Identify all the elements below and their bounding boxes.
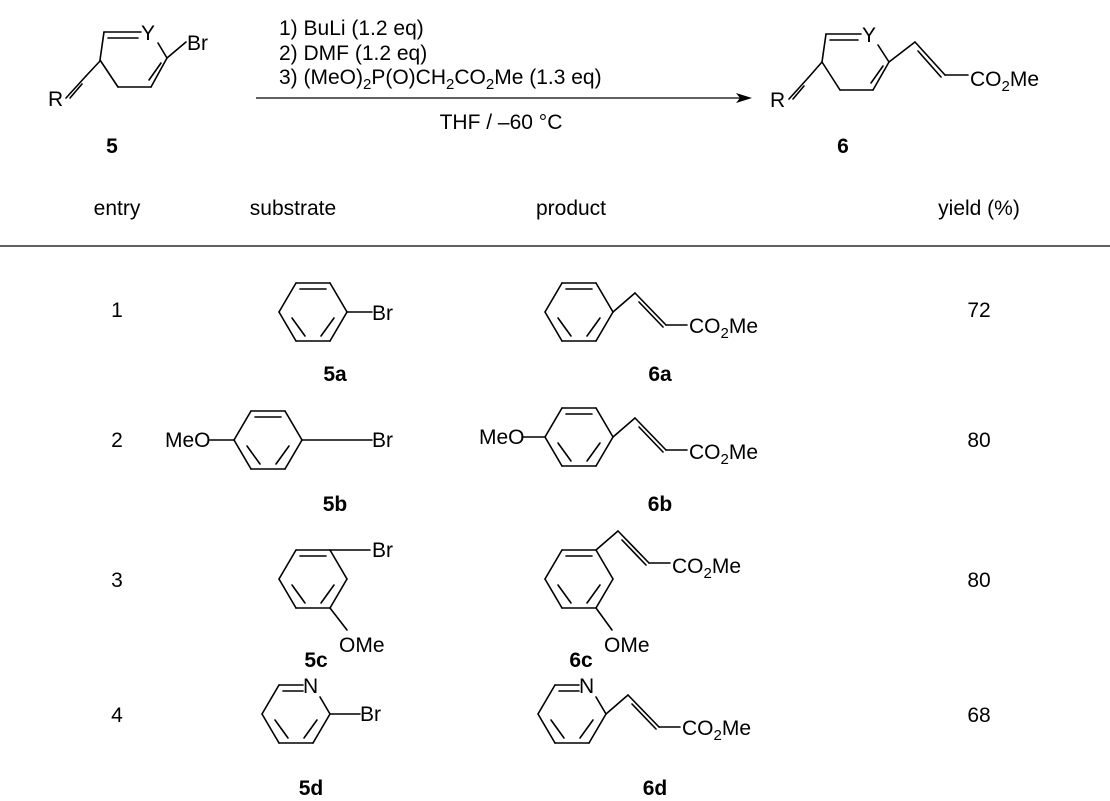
svg-text:Br: Br [372, 302, 393, 325]
table-row: 4 N Br 5d N CO2Me 6d 68 [111, 675, 991, 800]
svg-text:OMe: OMe [339, 634, 385, 657]
substrate-5b-structure: MeO Br [165, 410, 393, 470]
product-compound-number: 6a [648, 363, 672, 386]
product-compound-number: 6b [648, 493, 673, 516]
substrate-compound-number: 5c [304, 649, 328, 672]
entry-number: 1 [111, 299, 123, 322]
svg-text:CO2Me: CO2Me [672, 555, 741, 582]
svg-text:MeO: MeO [165, 429, 211, 452]
substrate-br-label: Br [187, 32, 208, 55]
substrate-compound-number: 5 [106, 135, 118, 158]
product-compound-number: 6d [643, 777, 668, 800]
svg-text:CO2Me: CO2Me [682, 717, 751, 744]
substrate-compound-number: 5a [323, 363, 347, 386]
product-6c-structure: CO2Me OMe [544, 530, 741, 657]
reaction-conditions: 1) BuLi (1.2 eq) 2) DMF (1.2 eq) 3) (MeO… [256, 17, 752, 134]
product-6a-structure: CO2Me [544, 282, 758, 342]
entry-number: 4 [111, 704, 123, 727]
entry-number: 2 [111, 429, 123, 452]
table-header: entry substrate product yield (%) [0, 197, 1110, 247]
reaction-arrowhead [736, 93, 752, 103]
product-6b-structure: MeO CO2Me [479, 407, 758, 468]
substrate-5c-structure: Br OMe [278, 539, 393, 657]
reagent-3: 3) (MeO)2P(O)CH2CO2Me (1.3 eq) [279, 66, 602, 93]
table-row: 1 Br 5a CO2Me 6a 72 [111, 282, 991, 386]
svg-text:N: N [579, 675, 594, 698]
substrate-y-label: Y [141, 22, 155, 45]
product-y-label: Y [862, 24, 876, 47]
reagent-2: 2) DMF (1.2 eq) [279, 42, 427, 65]
table-row: 2 MeO Br 5b MeO CO2Me 6b 80 [111, 407, 991, 516]
product-compound-number: 6c [569, 649, 593, 672]
reagent-1: 1) BuLi (1.2 eq) [279, 17, 424, 40]
svg-text:Br: Br [372, 429, 393, 452]
substrate-5-structure: Y Br R 5 [48, 22, 208, 158]
substrate-compound-number: 5d [299, 777, 324, 800]
svg-text:N: N [303, 675, 318, 698]
svg-text:CO2Me: CO2Me [689, 441, 758, 468]
svg-text:MeO: MeO [479, 426, 525, 449]
svg-text:CO2Me: CO2Me [689, 315, 758, 342]
substrate-5d-structure: N Br [261, 675, 381, 744]
product-6-structure: Y R CO2Me 6 [770, 24, 1039, 158]
yield-value: 80 [967, 429, 990, 452]
product-6d-structure: N CO2Me [537, 675, 751, 744]
yield-value: 72 [967, 299, 990, 322]
yield-value: 68 [967, 704, 990, 727]
svg-text:OMe: OMe [604, 634, 650, 657]
product-co2me-label: CO2Me [970, 68, 1039, 95]
header-entry: entry [94, 197, 141, 220]
entry-number: 3 [111, 569, 123, 592]
product-compound-number: 6 [837, 135, 849, 158]
product-r-label: R [770, 89, 785, 112]
yield-value: 80 [967, 569, 990, 592]
header-yield: yield (%) [938, 197, 1020, 220]
substrate-compound-number: 5b [323, 493, 348, 516]
substrate-r-label: R [48, 88, 63, 111]
substrate-5a-structure: Br [278, 282, 393, 342]
header-substrate: substrate [250, 197, 336, 220]
svg-text:Br: Br [372, 539, 393, 562]
svg-text:Br: Br [360, 703, 381, 726]
header-product: product [536, 197, 606, 220]
table-row: 3 Br OMe 5c CO2Me OMe 6c 80 [111, 530, 991, 672]
reaction-solvent-temperature: THF / –60 °C [440, 111, 563, 134]
